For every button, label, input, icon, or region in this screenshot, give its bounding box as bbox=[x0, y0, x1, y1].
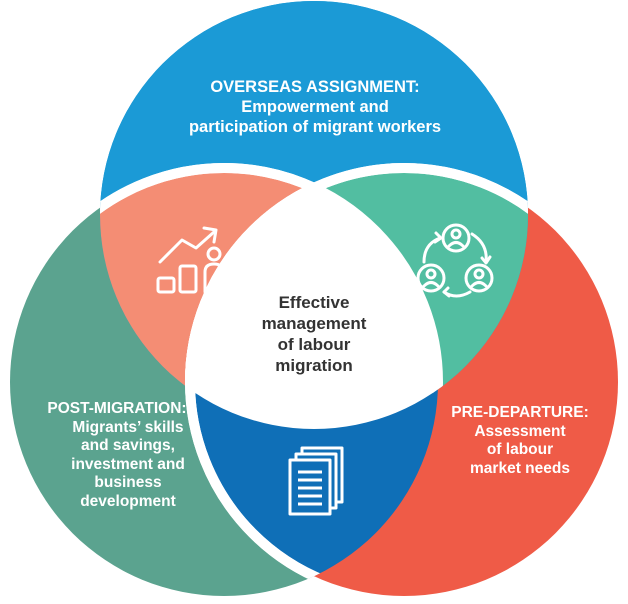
center-line-1: Effective bbox=[278, 293, 350, 312]
overseas-assignment-title: OVERSEAS ASSIGNMENT: bbox=[210, 78, 420, 96]
documents-icon bbox=[288, 446, 344, 516]
center-line-4: migration bbox=[275, 356, 353, 375]
people-cycle-icon bbox=[416, 223, 494, 298]
pre-departure-title: PRE-DEPARTURE: bbox=[451, 404, 589, 421]
center-label: Effective management of labour migration bbox=[244, 292, 384, 376]
pre-departure-line-3: market needs bbox=[470, 459, 570, 477]
center-line-3: of labour bbox=[277, 335, 351, 354]
post-migration-line-4: business bbox=[94, 474, 162, 492]
center-disc bbox=[222, 238, 406, 422]
overseas-assignment-line-1: Empowerment and bbox=[241, 97, 389, 116]
post-migration-label: POST-MIGRATION: Migrants’ skills and sav… bbox=[18, 400, 216, 512]
post-migration-line-2: and savings, bbox=[81, 437, 175, 455]
growth-chart-person-icon bbox=[156, 226, 225, 294]
pre-departure-label: PRE-DEPARTURE: Assessment of labour mark… bbox=[430, 404, 610, 478]
post-migration-line-3: investment and bbox=[71, 455, 185, 473]
pre-departure-line-1: Assessment bbox=[474, 422, 566, 440]
overseas-assignment-line-2: participation of migrant workers bbox=[188, 117, 442, 136]
post-migration-line-1: Migrants’ skills bbox=[72, 418, 184, 436]
overseas-assignment-label: OVERSEAS ASSIGNMENT: Empowerment and par… bbox=[140, 78, 490, 137]
post-migration-title: POST-MIGRATION: bbox=[47, 400, 187, 417]
post-migration-line-5: development bbox=[80, 492, 176, 510]
center-line-2: management bbox=[261, 314, 367, 333]
pre-departure-line-2: of labour bbox=[486, 441, 554, 459]
